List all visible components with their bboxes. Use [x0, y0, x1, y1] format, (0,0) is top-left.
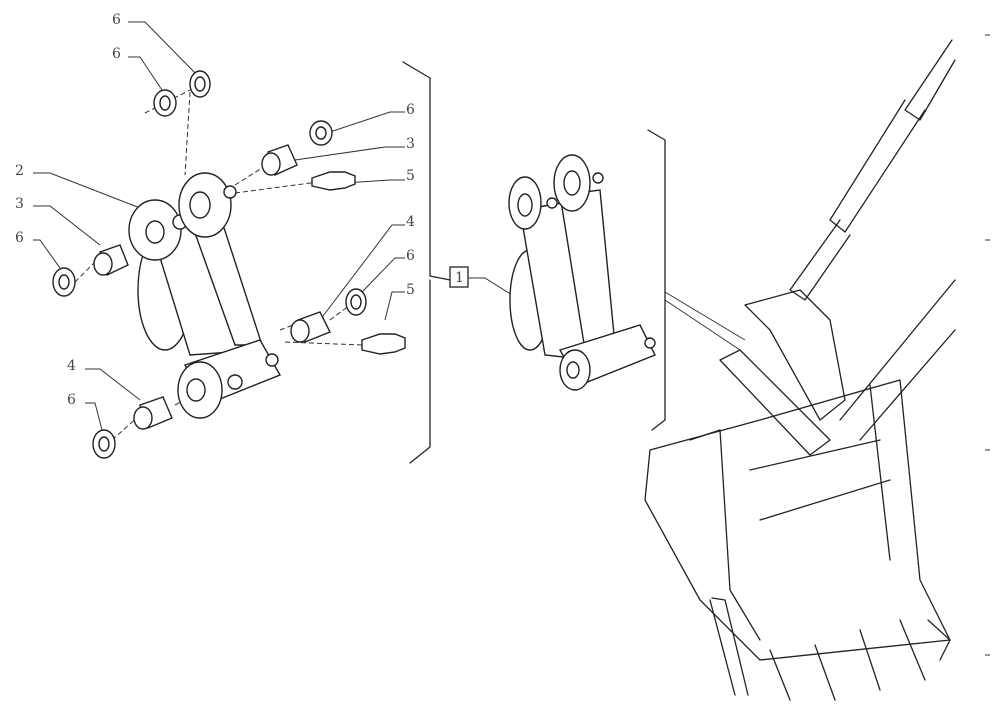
callout-bushing-bottom: 4 [67, 358, 76, 374]
leader-lines [33, 21, 405, 431]
callout-bushing-right-lower: 4 [406, 214, 415, 230]
callout-grease-fitting-upper: 5 [406, 168, 415, 184]
callout-labels: 6 6 2 3 6 6 3 5 4 6 5 4 6 [15, 12, 415, 408]
callout-link-left: 2 [15, 163, 24, 179]
callout-ring-left: 6 [15, 230, 24, 246]
group-bracket [402, 61, 451, 464]
callout-ring-right-lower: 6 [406, 248, 415, 264]
callout-grease-fitting-lower: 5 [406, 282, 415, 298]
grease-fittings [311, 171, 406, 355]
excavator-bucket-illustration [644, 39, 956, 701]
bushings [93, 144, 331, 430]
callout-ring-bottom: 6 [67, 392, 76, 408]
page-edge-ticks [985, 34, 990, 656]
link-assembly-assembled [508, 154, 656, 391]
callout-ring-top-lower: 6 [112, 46, 121, 62]
callout-ring-top-upper: 6 [112, 12, 121, 28]
callout-bushing-right-upper: 3 [406, 136, 415, 152]
callout-bushing-left: 3 [15, 196, 24, 212]
assembly-ref-label: 1 [455, 270, 464, 286]
assembly-ref-box [449, 266, 469, 288]
callout-ring-right-upper: 6 [406, 102, 415, 118]
assembled-bracket [647, 129, 666, 431]
sealing-rings [52, 70, 367, 459]
link-assembly-exploded [128, 172, 282, 419]
